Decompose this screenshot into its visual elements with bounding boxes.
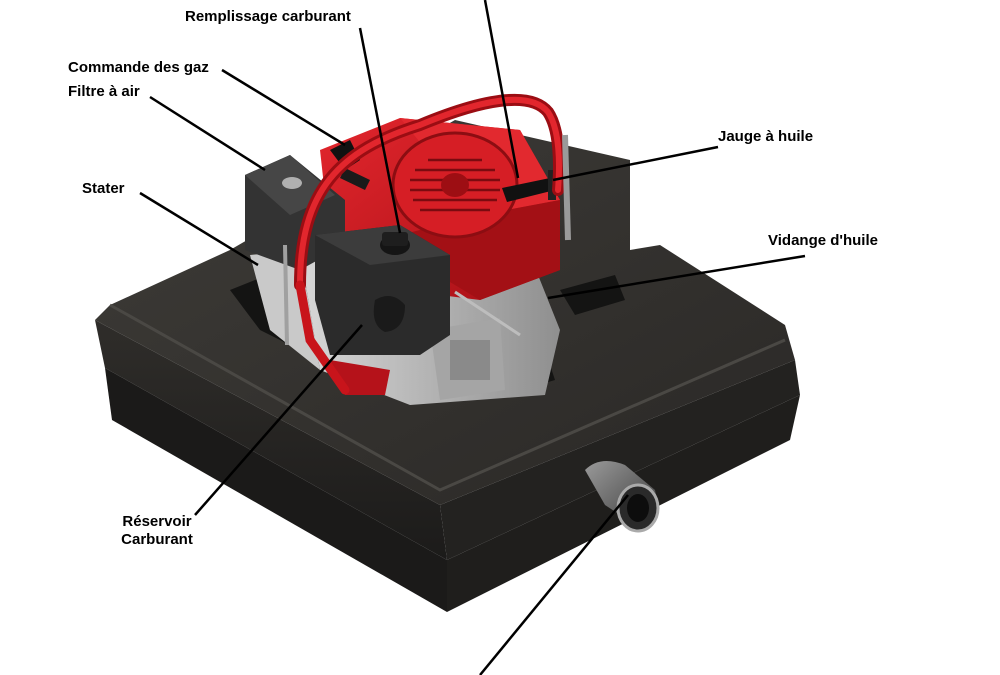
- leader-lines: [139, 0, 806, 675]
- oil-dipstick-cap: [502, 170, 556, 202]
- label-fuel-tank-line2: Carburant: [121, 531, 193, 548]
- label-oil-drain: Vidange d'huile: [768, 232, 878, 249]
- label-fuel-fill: Remplissage carburant: [185, 8, 351, 25]
- label-air-filter: Filtre à air: [68, 83, 140, 100]
- label-fuel-tank: Réservoir Carburant: [112, 513, 202, 549]
- label-fuel-tank-line1: Réservoir: [122, 513, 192, 530]
- label-throttle: Commande des gaz: [68, 59, 209, 76]
- label-starter: Stater: [82, 180, 125, 197]
- label-oil-dipstick: Jauge à huile: [718, 128, 814, 145]
- roll-bar-handle: [283, 93, 571, 395]
